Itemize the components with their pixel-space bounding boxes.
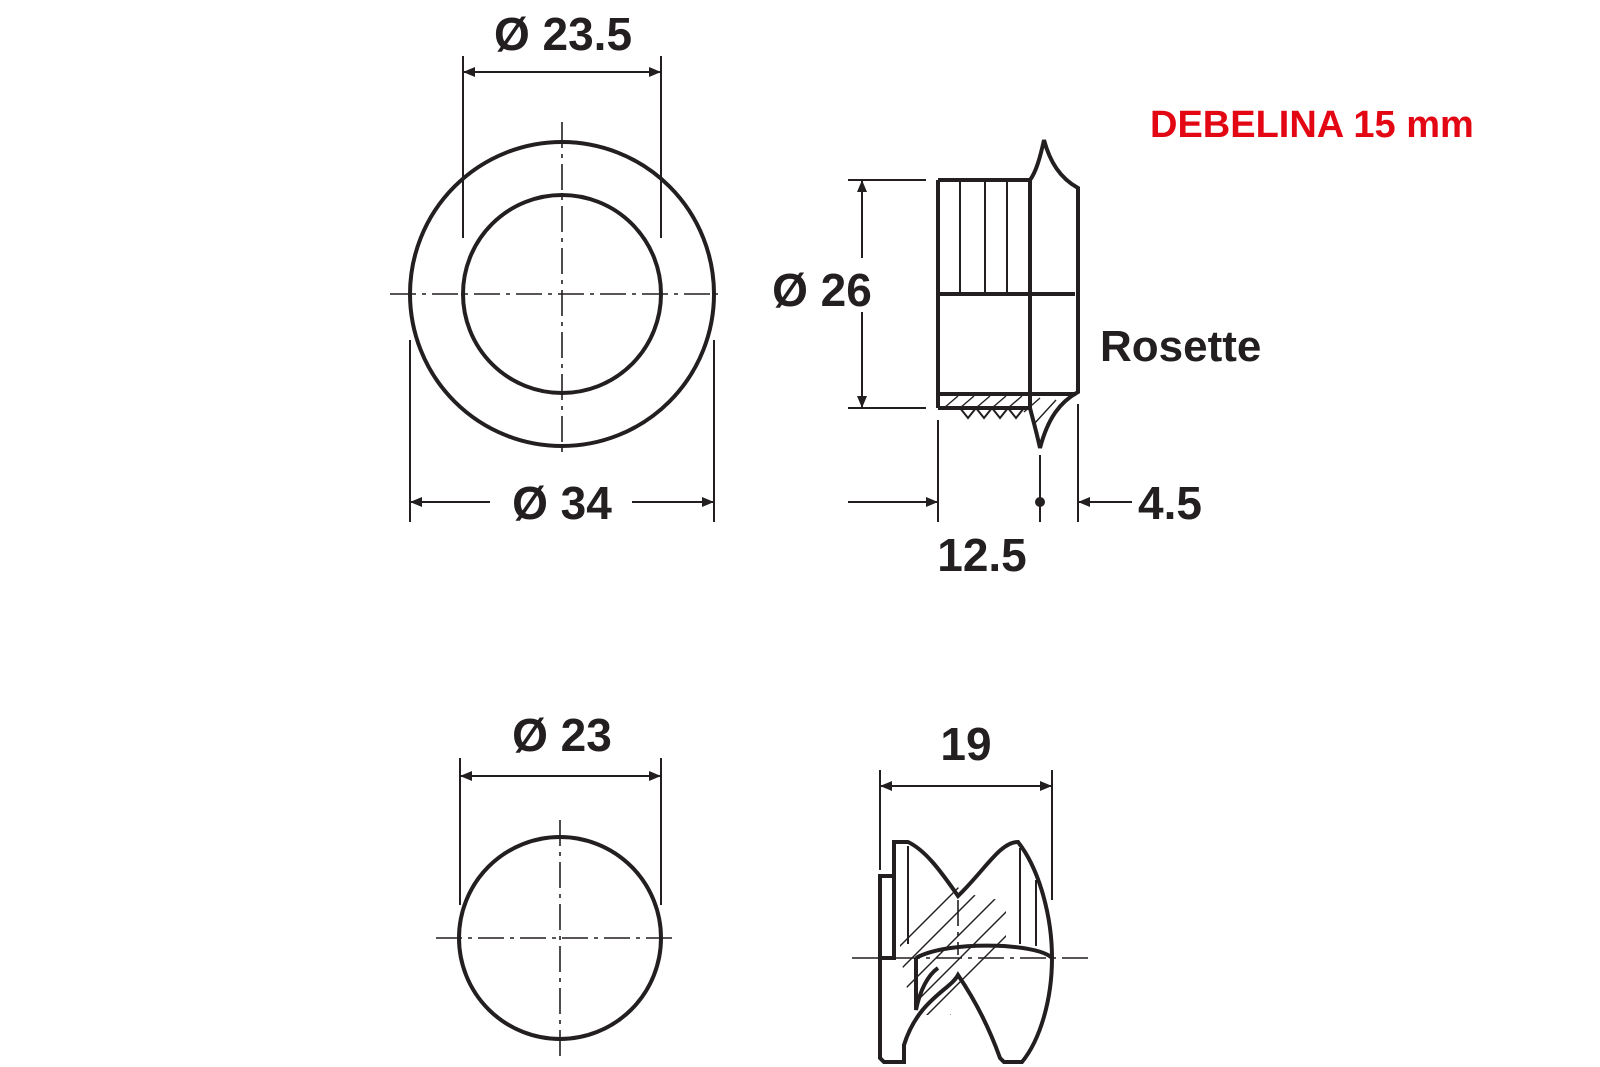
rosette-thread-lines	[959, 180, 1031, 294]
rosette-side-view: Ø 26 Rosette 12.5 4.5	[772, 139, 1261, 581]
knob-front-view: Ø 23	[436, 709, 678, 1060]
rosette-length-label: 12.5	[937, 529, 1027, 581]
rosette-side-diameter-label: Ø 26	[772, 264, 872, 316]
rosette-front-view: Ø 23.5 Ø 34	[390, 8, 718, 529]
dim-point	[1035, 497, 1045, 507]
knob-length-label: 19	[940, 718, 991, 770]
knob-side-view: 19	[852, 718, 1090, 1064]
thickness-note: DEBELINA 15 mm	[1150, 104, 1474, 146]
knob-diameter-label: Ø 23	[512, 709, 612, 761]
rosette-flange	[1028, 139, 1080, 449]
rosette-section-hatch	[943, 395, 1057, 425]
knob-silhouette-lines	[907, 846, 1037, 946]
knob-outline	[878, 839, 1055, 1064]
rosette-body-outline	[936, 178, 1075, 410]
rosette-outer-diameter-label: Ø 34	[512, 477, 612, 529]
rosette-name-label: Rosette	[1100, 322, 1261, 371]
rosette-inner-diameter-label: Ø 23.5	[494, 8, 632, 60]
rosette-flange-label: 4.5	[1138, 477, 1202, 529]
rosette-thread-teeth	[959, 406, 1025, 420]
knob-section-edges	[914, 943, 1054, 1011]
